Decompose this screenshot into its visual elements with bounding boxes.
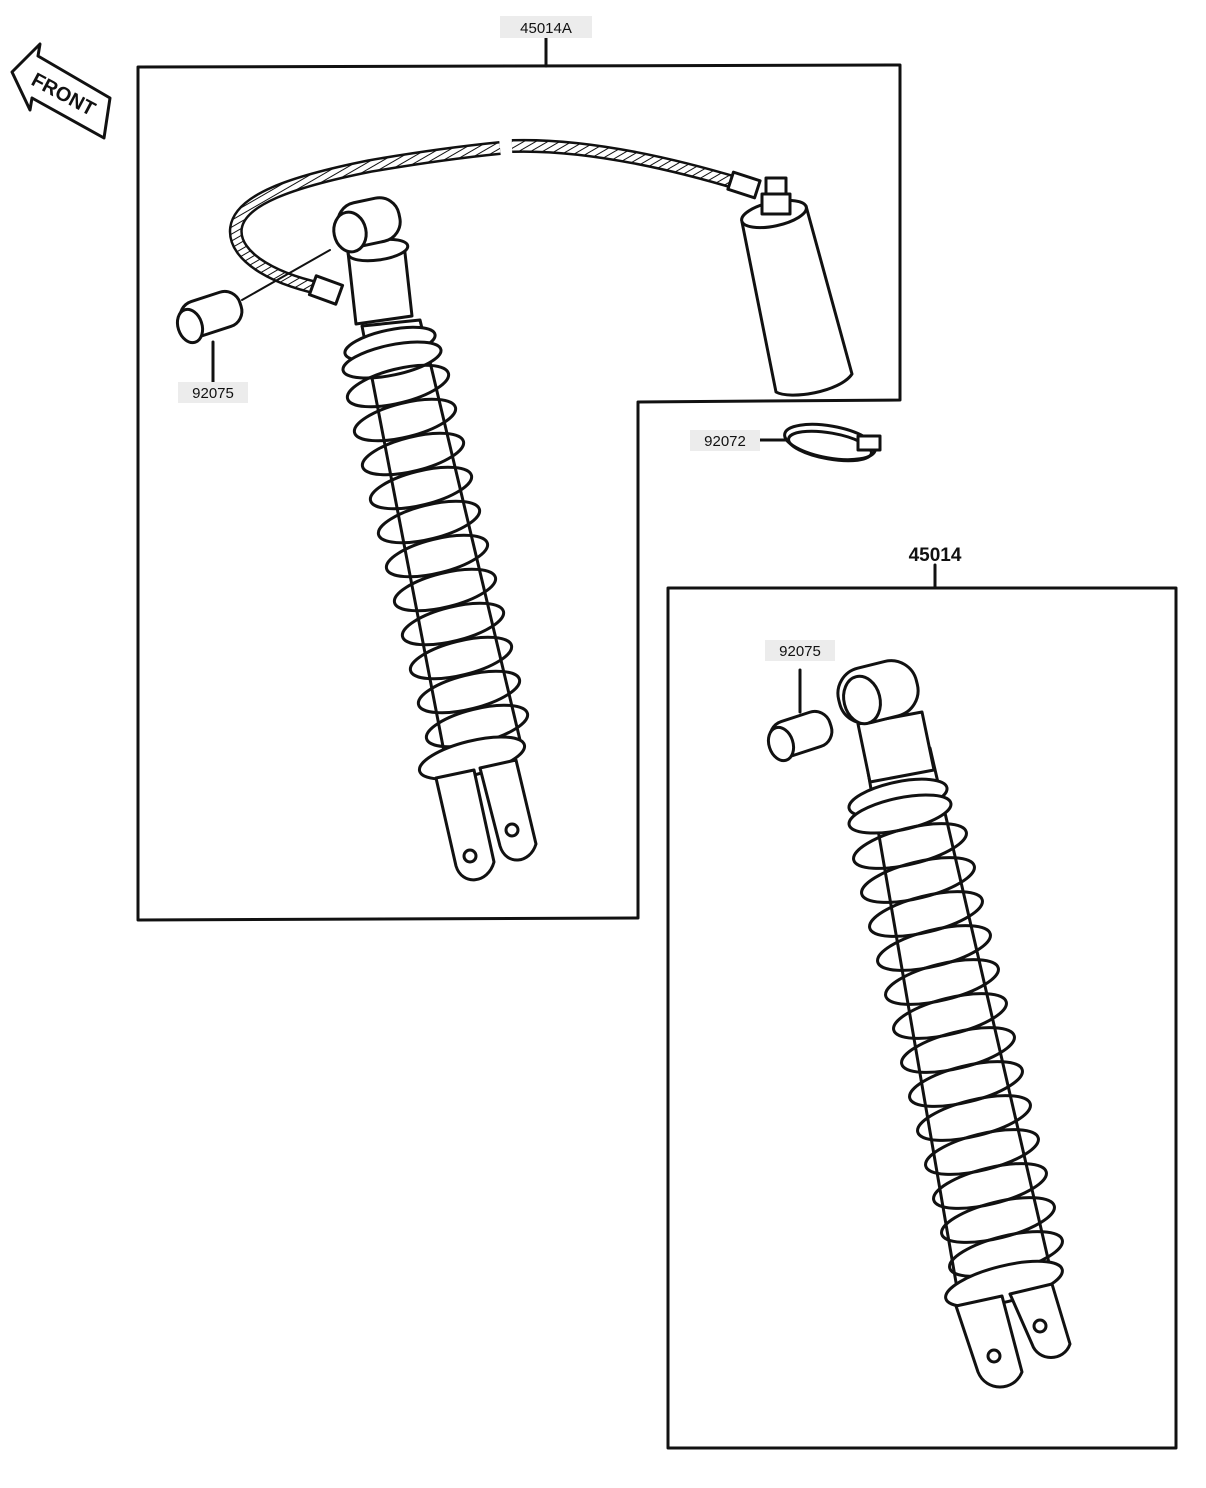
coil-spring-a [345, 363, 530, 749]
gas-reservoir [740, 176, 854, 397]
kit-b-number: 45014 [909, 545, 962, 566]
coil-spring-b [852, 822, 1064, 1278]
bushing-b-callout: 92075 [765, 640, 835, 661]
lower-clevis-a [417, 735, 538, 882]
damper-body-b [847, 710, 1054, 1296]
front-arrow-icon: FRONT [10, 42, 112, 140]
clamp-callout: 92072 [690, 430, 760, 451]
kit-a-number: 45014A [520, 20, 572, 37]
clamp-number: 92072 [704, 433, 746, 450]
bushing-a-callout: 92075 [178, 382, 248, 403]
reservoir-hose [228, 138, 762, 306]
upper-mount-eye-a [332, 196, 402, 254]
kit-b-boundary [666, 586, 1178, 1450]
kit-a-boundary [136, 63, 902, 922]
lower-clevis-b [944, 1259, 1072, 1389]
mount-bushing-a [175, 249, 331, 384]
rear-shock-absorber-b [836, 659, 1072, 1389]
hose-clamp [758, 422, 882, 463]
mount-bushing-b [766, 668, 834, 763]
rear-shock-absorber-a [228, 138, 854, 882]
damper-body-a [341, 237, 522, 764]
kit-a-callout: 45014A [500, 16, 592, 38]
bushing-b-number: 92075 [779, 643, 821, 660]
upper-mount-eye-b [836, 659, 920, 726]
bushing-a-number: 92075 [192, 385, 234, 402]
